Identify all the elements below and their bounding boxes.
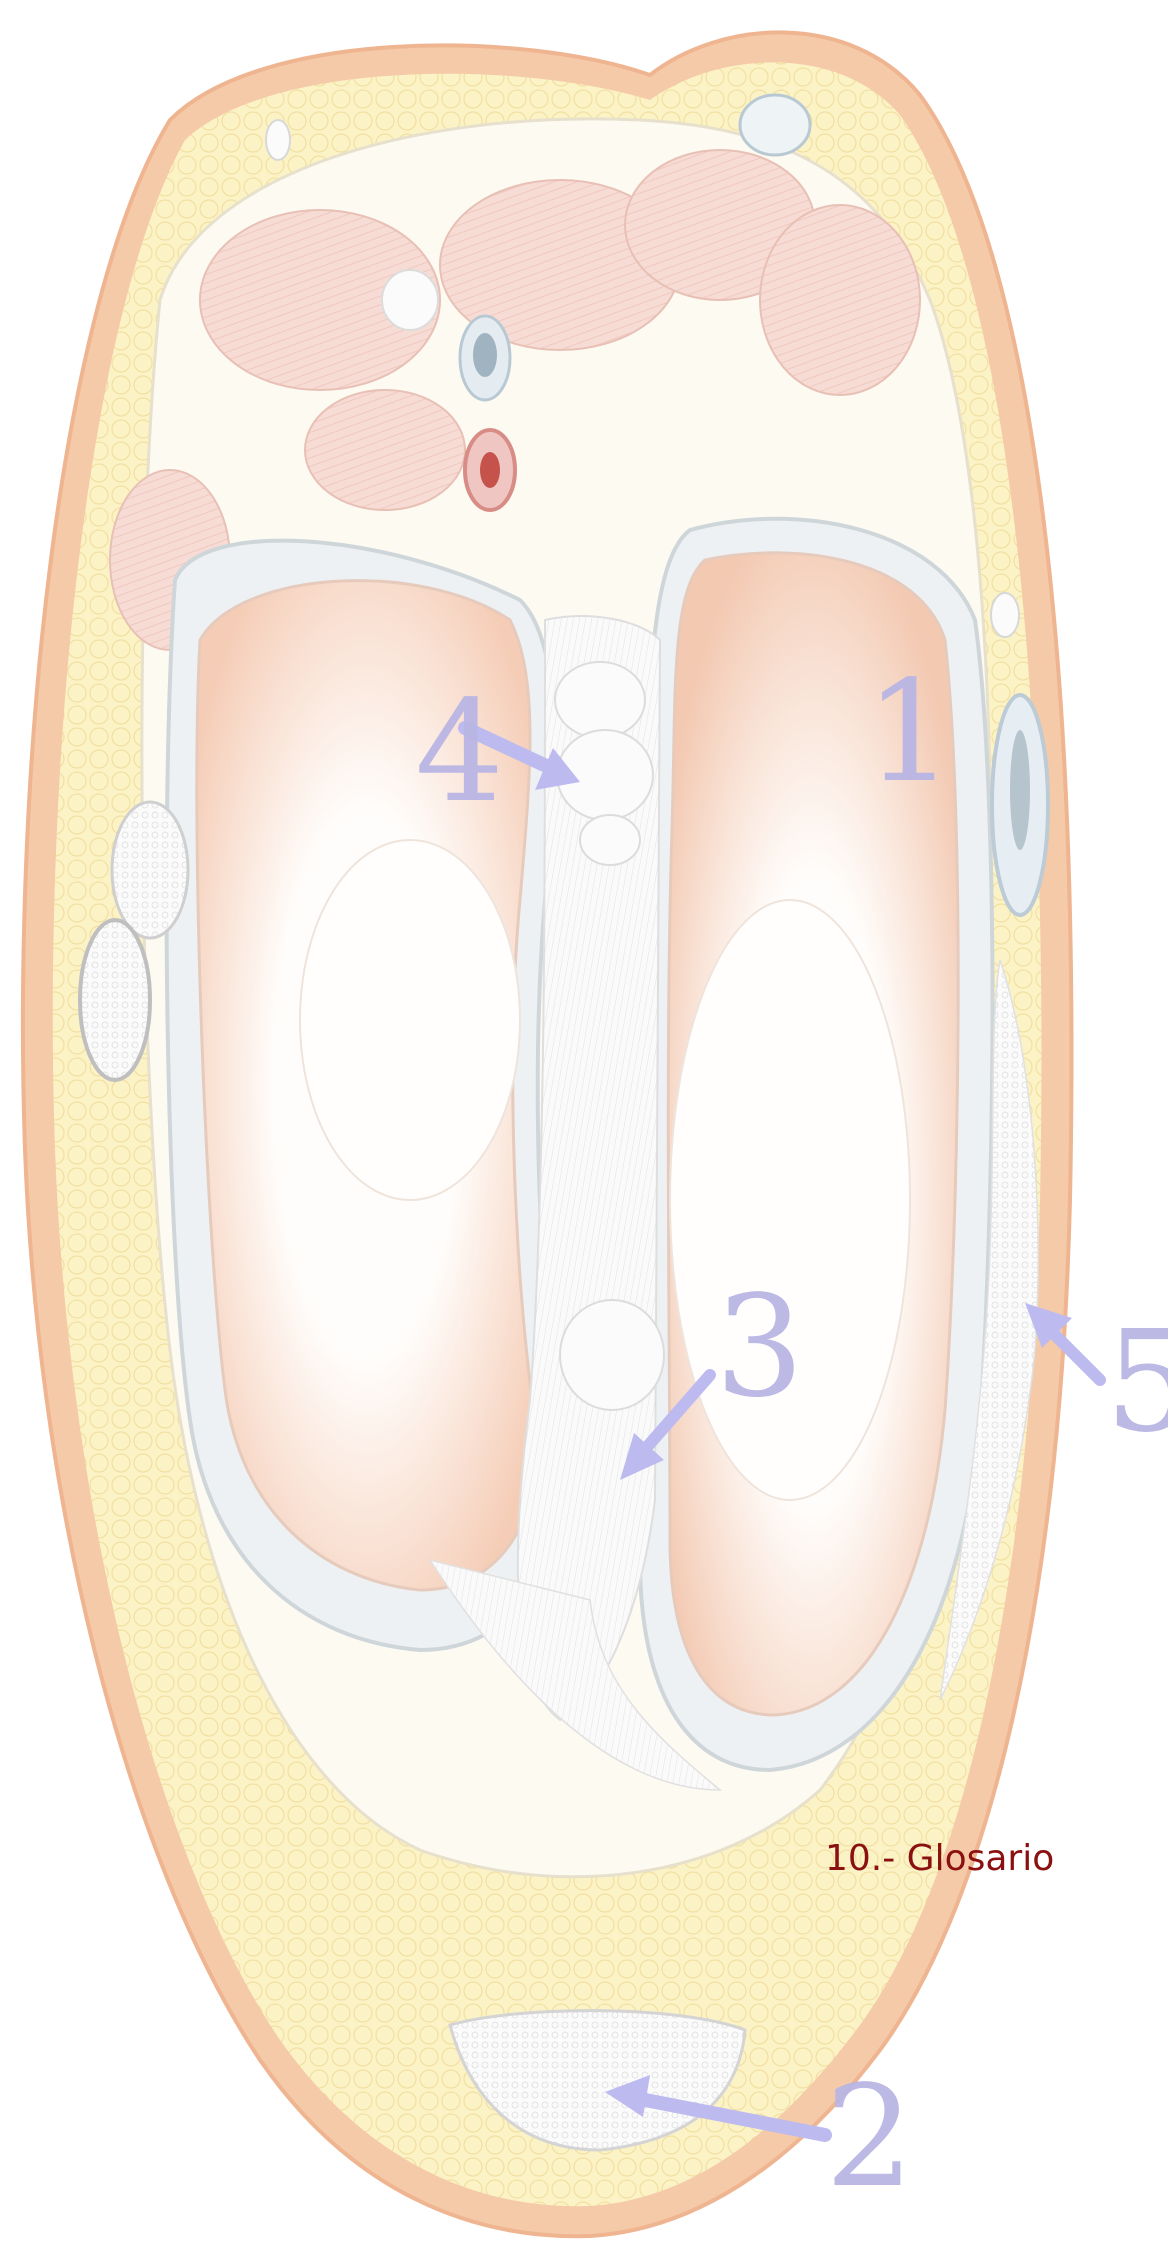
label-3: 3 xyxy=(715,1266,804,1429)
label-1: 1 xyxy=(865,651,954,814)
label-5: 5 xyxy=(1105,1301,1168,1464)
label-4: 4 xyxy=(415,671,504,834)
label-2: 2 xyxy=(825,2056,914,2219)
glosario-link[interactable]: 10.- Glosario xyxy=(825,1838,1054,1879)
left-condyle-medulla xyxy=(300,840,520,1200)
